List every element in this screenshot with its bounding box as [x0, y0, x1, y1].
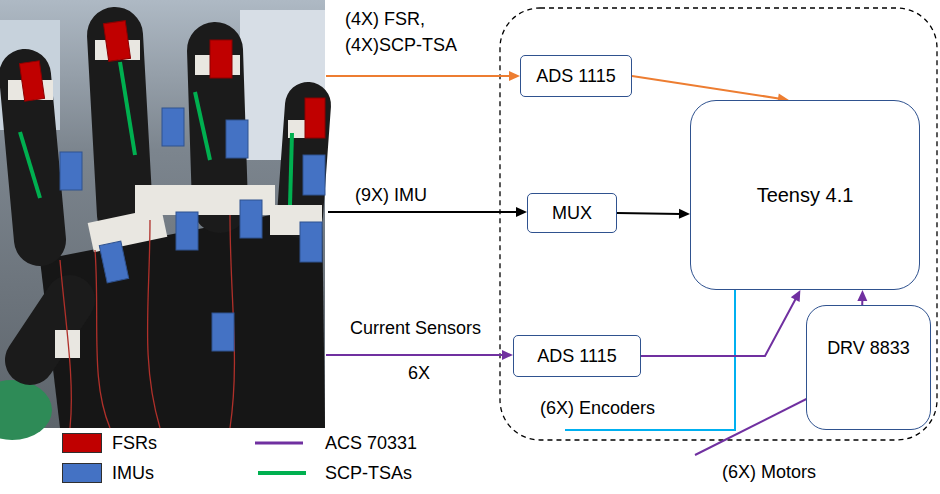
- arrow-head: [516, 207, 527, 217]
- legend-text: IMUs: [112, 462, 154, 484]
- signal-connector: [857, 290, 867, 305]
- scp-tsa-markers: [20, 62, 292, 205]
- legend-line: [255, 442, 303, 445]
- imu-marker: [99, 241, 128, 283]
- mux-box: MUX: [527, 193, 617, 233]
- current-wire: [326, 354, 503, 356]
- glove-photo: [0, 0, 325, 440]
- sensor-wires: [60, 215, 234, 428]
- connector-line: [617, 212, 681, 215]
- driver-box: DRV 8833: [806, 305, 931, 430]
- box-label: ADS 1115: [537, 346, 616, 367]
- scp-tsa-marker: [195, 92, 210, 160]
- signal-connector: [641, 290, 800, 356]
- arrow-head: [509, 71, 520, 81]
- connector-line: [641, 298, 796, 356]
- signal-label: (6X) Motors: [722, 461, 816, 483]
- scp-tsa-marker: [20, 132, 40, 198]
- imu-marker: [60, 152, 82, 190]
- signal-label: (4X)SCP-TSA: [345, 34, 457, 56]
- arrow-head: [679, 209, 690, 219]
- signal-label: (9X) IMU: [355, 184, 427, 206]
- sensor-wire: [326, 75, 510, 77]
- adc-box: ADS 1115: [520, 55, 632, 97]
- fsr-marker: [103, 21, 130, 62]
- signal-connector: [617, 209, 690, 219]
- arrow-head: [791, 290, 801, 302]
- imu-markers: [60, 108, 325, 351]
- imu-marker: [300, 222, 322, 262]
- imu-marker: [162, 108, 184, 146]
- imu-wire: [328, 211, 517, 213]
- imu-marker: [226, 120, 248, 158]
- green-cup: [0, 380, 52, 440]
- box-label: DRV 8833: [827, 338, 910, 359]
- connector-line: [632, 76, 780, 99]
- system-boundary: [500, 8, 937, 440]
- signal-label: 6X: [408, 362, 430, 384]
- imu-marker: [212, 313, 234, 351]
- legend-swatch: [62, 463, 102, 483]
- box-label: Teensy 4.1: [757, 184, 854, 207]
- fsr-marker: [210, 40, 232, 78]
- box-label: MUX: [552, 203, 592, 224]
- arrow-head: [857, 290, 867, 301]
- imu-marker: [240, 200, 262, 238]
- photo-background: [0, 0, 325, 428]
- legend-line: [258, 471, 306, 475]
- box-label: ADS 1115: [536, 66, 615, 87]
- controller-box: Teensy 4.1: [690, 100, 920, 290]
- plastic-mount: [135, 185, 210, 215]
- legend-text: SCP-TSAs: [325, 462, 412, 484]
- fsr-marker: [305, 98, 325, 138]
- legend-text: ACS 70331: [325, 432, 417, 454]
- fsr-marker: [19, 61, 44, 101]
- legend-text: FSRs: [112, 432, 157, 454]
- signal-label: (6X) Encoders: [540, 397, 655, 419]
- arrow-head: [502, 350, 513, 360]
- legend-swatch: [62, 433, 102, 453]
- scp-tsa-marker: [290, 133, 292, 205]
- adc-box: ADS 1115: [513, 335, 641, 377]
- signal-label: (4X) FSR,: [345, 8, 425, 30]
- signal-label: Current Sensors: [350, 317, 481, 339]
- legend-line-samples: [255, 443, 306, 473]
- imu-marker: [303, 155, 325, 195]
- scp-tsa-marker: [120, 62, 135, 155]
- imu-marker: [176, 212, 198, 250]
